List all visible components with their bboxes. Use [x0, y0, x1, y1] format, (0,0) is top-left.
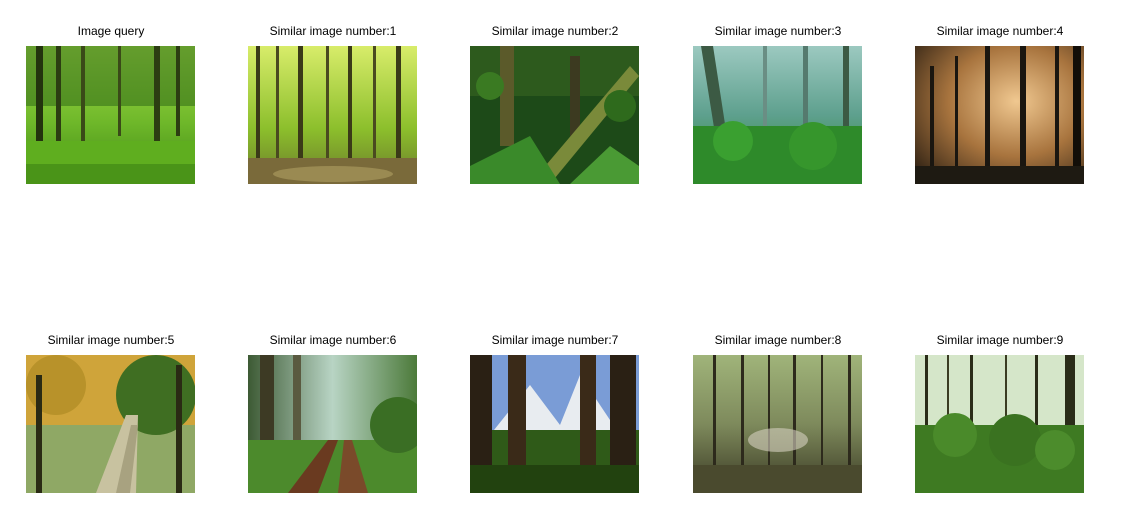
- similar-image-3: [693, 46, 862, 184]
- similar-image-2: [470, 46, 639, 184]
- query-image: [26, 46, 195, 184]
- similar-image-4: [915, 46, 1084, 184]
- similar-image-9: [915, 355, 1084, 493]
- image-caption: Similar image number:8: [714, 333, 842, 347]
- image-caption: Similar image number:9: [936, 333, 1064, 347]
- image-caption: Similar image number:5: [47, 333, 175, 347]
- similar-image-1: [248, 46, 417, 184]
- image-caption: Similar image number:4: [936, 24, 1064, 38]
- image-caption: Similar image number:1: [269, 24, 397, 38]
- similar-image-8: [693, 355, 862, 493]
- similar-image-6: [248, 355, 417, 493]
- image-caption: Image query: [77, 24, 145, 38]
- similar-image-7: [470, 355, 639, 493]
- image-caption: Similar image number:2: [491, 24, 619, 38]
- image-caption: Similar image number:3: [714, 24, 842, 38]
- similar-image-5: [26, 355, 195, 493]
- image-caption: Similar image number:6: [269, 333, 397, 347]
- image-caption: Similar image number:7: [491, 333, 619, 347]
